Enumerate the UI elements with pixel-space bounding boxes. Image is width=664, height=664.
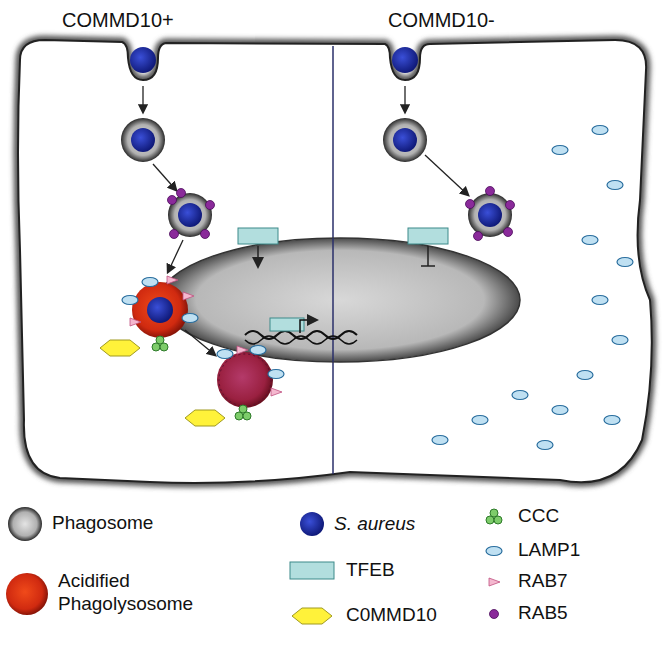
legend-label: RAB7 bbox=[518, 570, 568, 593]
condition-label: COMMD10- bbox=[388, 8, 495, 32]
legend-label: TFEB bbox=[346, 559, 395, 582]
legend-label: RAB5 bbox=[518, 602, 568, 625]
legend-label: Acidified Phagolysosome bbox=[58, 570, 208, 616]
legend-label: S. aureus bbox=[334, 513, 415, 536]
legend-label: C0MMD10 bbox=[346, 604, 437, 627]
legend-label: Phagosome bbox=[52, 512, 153, 535]
condition-label: COMMD10+ bbox=[62, 8, 174, 32]
legend-label: CCC bbox=[518, 505, 559, 528]
legend-label: LAMP1 bbox=[518, 539, 580, 562]
